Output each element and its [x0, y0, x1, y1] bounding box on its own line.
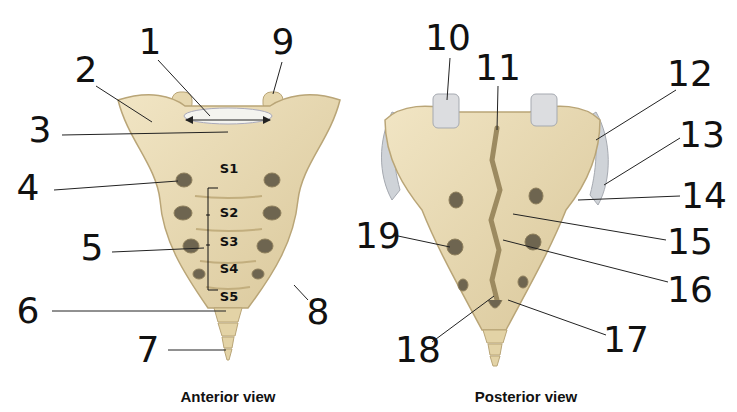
posterior-foramina [447, 188, 543, 291]
callout-number: 17 [603, 322, 649, 358]
view-caption: Anterior view [180, 389, 275, 404]
articular-process [531, 94, 557, 126]
articular-process [433, 94, 459, 128]
anterior-sacrum [118, 92, 340, 360]
coccyx [214, 308, 242, 360]
callout-number: 2 [75, 52, 98, 88]
vertebra-label: S2 [220, 206, 238, 219]
callout-number: 15 [667, 224, 713, 260]
callout-number: 7 [137, 332, 160, 368]
callout-number: 16 [667, 272, 713, 308]
sacrum-outline [118, 95, 340, 308]
sacrum-outline [385, 106, 600, 330]
callout-number: 18 [395, 332, 441, 368]
vertebra-label: S5 [220, 290, 238, 303]
anterior-foramina [174, 173, 281, 279]
callout-number: 12 [667, 56, 713, 92]
sacral-base [184, 108, 272, 124]
callout-number: 4 [17, 170, 40, 206]
median-crest [491, 128, 500, 300]
coccyx [483, 330, 507, 366]
leader-lines [52, 58, 680, 350]
callout-number: 1 [139, 24, 162, 60]
sacral-hiatus [488, 300, 502, 308]
callout-number: 10 [425, 20, 471, 56]
callout-number: 19 [355, 218, 401, 254]
callout-number: 6 [17, 293, 40, 329]
callout-number: 11 [475, 50, 521, 86]
vertebra-label: S4 [220, 262, 238, 275]
transverse-ridges [195, 196, 262, 289]
callout-number: 5 [81, 230, 104, 266]
callout-number: 9 [272, 24, 295, 60]
bracket [206, 188, 218, 290]
vertebra-label: S1 [220, 162, 238, 175]
view-caption: Posterior view [475, 389, 578, 404]
callout-number: 3 [29, 112, 52, 148]
callout-number: 14 [681, 178, 727, 214]
vertebra-label: S3 [220, 235, 238, 248]
posterior-sacrum [382, 94, 609, 366]
callout-number: 8 [307, 294, 330, 330]
callout-number: 13 [679, 117, 725, 153]
